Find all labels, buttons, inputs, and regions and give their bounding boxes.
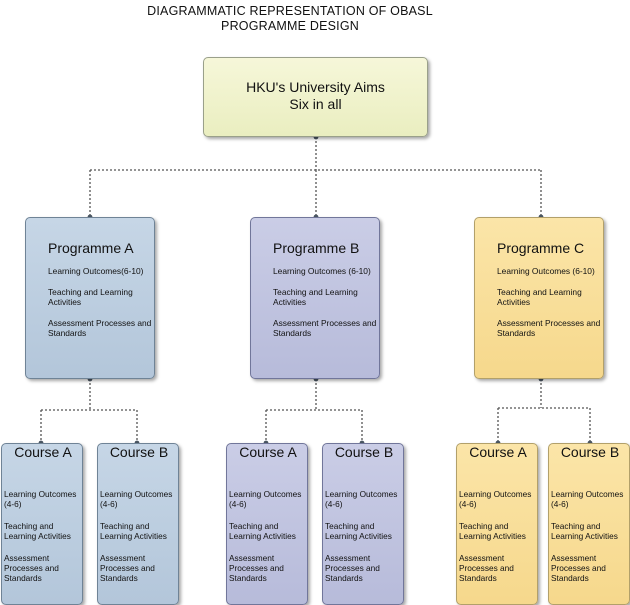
course-teaching-activities: Teaching and Learning Activities	[229, 521, 296, 541]
connector-programme-b-courses	[265, 379, 363, 443]
course-teaching-activities: Teaching and Learning Activities	[100, 521, 167, 541]
programme-b-box: Programme B Learning Outcomes (6-10) Tea…	[250, 217, 380, 379]
programme-b-teaching-activities: Teaching and Learning Activities	[273, 287, 358, 307]
diagram-title: DIAGRAMMATIC REPRESENTATION OF OBASL PRO…	[120, 4, 460, 34]
course-learning-outcomes: Learning Outcomes (4-6)	[551, 489, 624, 509]
course-assessment: Assessment Processes and Standards	[100, 553, 155, 583]
programme-b-learning-outcomes: Learning Outcomes (6-10)	[273, 266, 371, 276]
programme-c-assessment: Assessment Processes and Standards	[497, 318, 601, 338]
course-title: Course B	[334, 444, 394, 460]
course-learning-outcomes: Learning Outcomes (4-6)	[229, 489, 302, 509]
programme-b-title: Programme B	[273, 240, 360, 256]
connector-aims-programmes	[89, 137, 542, 217]
course-title: Course A	[469, 444, 527, 460]
programme-a-assessment: Assessment Processes and Standards	[48, 318, 152, 338]
programme-b-course-a-box: Course A Learning Outcomes (4-6) Teachin…	[226, 443, 308, 605]
course-learning-outcomes: Learning Outcomes (4-6)	[459, 489, 532, 509]
programme-c-course-a-box: Course A Learning Outcomes (4-6) Teachin…	[456, 443, 538, 605]
university-aims-box: HKU's University Aims Six in all	[203, 57, 428, 137]
programme-c-box: Programme C Learning Outcomes (6-10) Tea…	[474, 217, 604, 379]
course-title: Course A	[14, 444, 72, 460]
course-title: Course A	[239, 444, 297, 460]
course-assessment: Assessment Processes and Standards	[4, 553, 59, 583]
programme-a-box: Programme A Learning Outcomes(6-10) Teac…	[25, 217, 155, 379]
programme-b-course-b-box: Course B Learning Outcomes (4-6) Teachin…	[322, 443, 404, 605]
connector-programme-c-courses	[497, 379, 591, 443]
programme-a-course-b-box: Course B Learning Outcomes (4-6) Teachin…	[97, 443, 179, 605]
course-assessment: Assessment Processes and Standards	[325, 553, 380, 583]
programme-a-learning-outcomes: Learning Outcomes(6-10)	[48, 266, 144, 276]
title-line-1: DIAGRAMMATIC REPRESENTATION OF OBASL	[147, 4, 433, 18]
course-assessment: Assessment Processes and Standards	[551, 553, 606, 583]
connector-programme-a-courses	[40, 379, 138, 443]
course-assessment: Assessment Processes and Standards	[459, 553, 514, 583]
programme-a-course-a-box: Course A Learning Outcomes (4-6) Teachin…	[1, 443, 83, 605]
course-teaching-activities: Teaching and Learning Activities	[459, 521, 526, 541]
programme-c-teaching-activities: Teaching and Learning Activities	[497, 287, 582, 307]
programme-c-learning-outcomes: Learning Outcomes (6-10)	[497, 266, 595, 276]
aims-line-1: HKU's University Aims	[246, 79, 385, 95]
course-teaching-activities: Teaching and Learning Activities	[4, 521, 71, 541]
aims-line-2: Six in all	[289, 96, 342, 112]
programme-a-teaching-activities: Teaching and Learning Activities	[48, 287, 133, 307]
programme-c-course-b-box: Course B Learning Outcomes (4-6) Teachin…	[548, 443, 630, 605]
course-title: Course B	[109, 444, 169, 460]
course-teaching-activities: Teaching and Learning Activities	[325, 521, 392, 541]
course-assessment: Assessment Processes and Standards	[229, 553, 284, 583]
course-learning-outcomes: Learning Outcomes (4-6)	[4, 489, 77, 509]
course-learning-outcomes: Learning Outcomes (4-6)	[100, 489, 173, 509]
programme-a-title: Programme A	[48, 240, 134, 256]
course-teaching-activities: Teaching and Learning Activities	[551, 521, 618, 541]
programme-b-assessment: Assessment Processes and Standards	[273, 318, 377, 338]
course-learning-outcomes: Learning Outcomes (4-6)	[325, 489, 398, 509]
programme-c-title: Programme C	[497, 240, 585, 256]
title-line-2: PROGRAMME DESIGN	[221, 19, 359, 33]
course-title: Course B	[560, 444, 620, 460]
